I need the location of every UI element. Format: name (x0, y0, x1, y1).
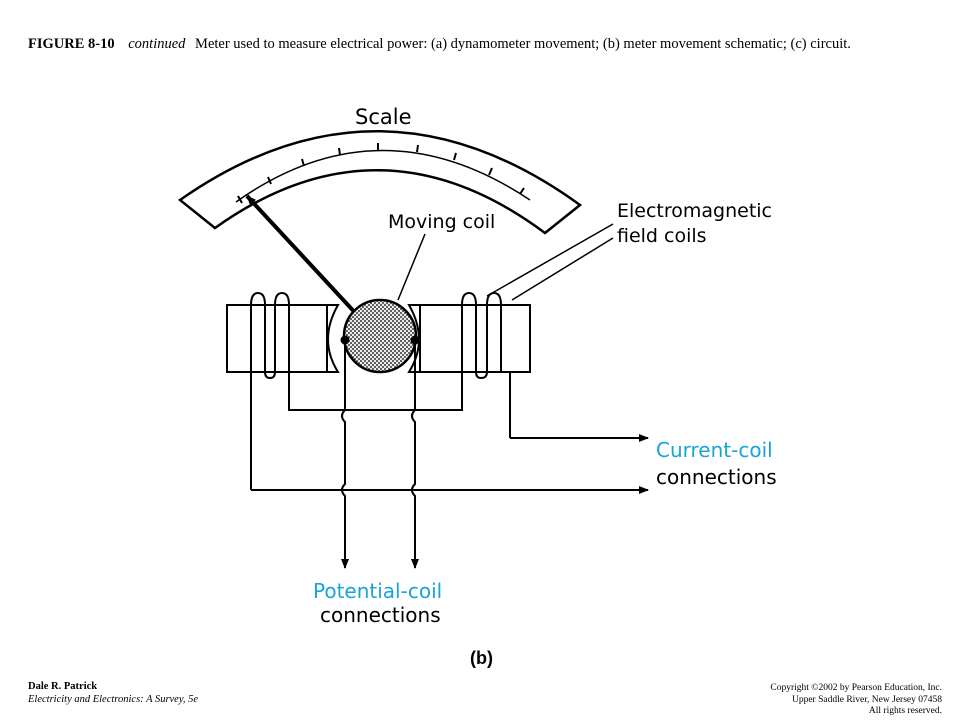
current-coil-label-line1: Current-coil (656, 438, 773, 462)
right-pole-shoe (407, 304, 421, 373)
copyright-line1: Copyright ©2002 by Pearson Education, In… (770, 683, 942, 693)
footer-author-block: Dale R. Patrick Electricity and Electron… (28, 680, 198, 706)
field-coils-label-line1: Electromagnetic (617, 200, 772, 222)
pointer-needle (245, 194, 362, 320)
scale-arc (177, 130, 583, 235)
copyright-line3: All rights reserved. (868, 706, 942, 716)
moving-coil-label: Moving coil (388, 211, 495, 233)
right-coil-windings (461, 291, 502, 380)
caption-text: Meter used to measure electrical power: … (195, 36, 851, 52)
pivot-left (340, 335, 350, 345)
field-coils-leader-2 (511, 237, 614, 301)
wiring (250, 344, 511, 556)
figure-number: FIGURE 8-10 (28, 36, 115, 52)
moving-coil (342, 298, 418, 374)
potential-coil-label-line1: Potential-coil (313, 579, 442, 603)
figure-caption: FIGURE 8-10 continued Meter used to meas… (28, 34, 928, 55)
scale-tick-line (235, 149, 531, 203)
field-coils-label-line2: field coils (617, 225, 707, 247)
moving-coil-leader (397, 233, 426, 301)
left-pole-shoe (326, 304, 340, 373)
footer-book: Electricity and Electronics: A Survey, 5… (28, 694, 199, 705)
current-coil-label-line2: connections (656, 465, 777, 489)
pivot-right (410, 335, 420, 345)
scale-label: Scale (355, 105, 412, 129)
copyright-line2: Upper Saddle River, New Jersey 07458 (791, 694, 942, 705)
potential-coil-label-line2: connections (320, 603, 441, 627)
part-label: (b) (470, 648, 493, 668)
scale-ticks (237, 143, 525, 204)
field-coils-leader-1 (486, 223, 614, 297)
footer-author: Dale R. Patrick (28, 681, 98, 692)
left-field-coil-core (226, 304, 328, 373)
caption-continued: continued (128, 36, 186, 52)
footer-copyright: Copyright ©2002 by Pearson Education, In… (770, 683, 942, 718)
left-coil-windings (250, 291, 290, 380)
